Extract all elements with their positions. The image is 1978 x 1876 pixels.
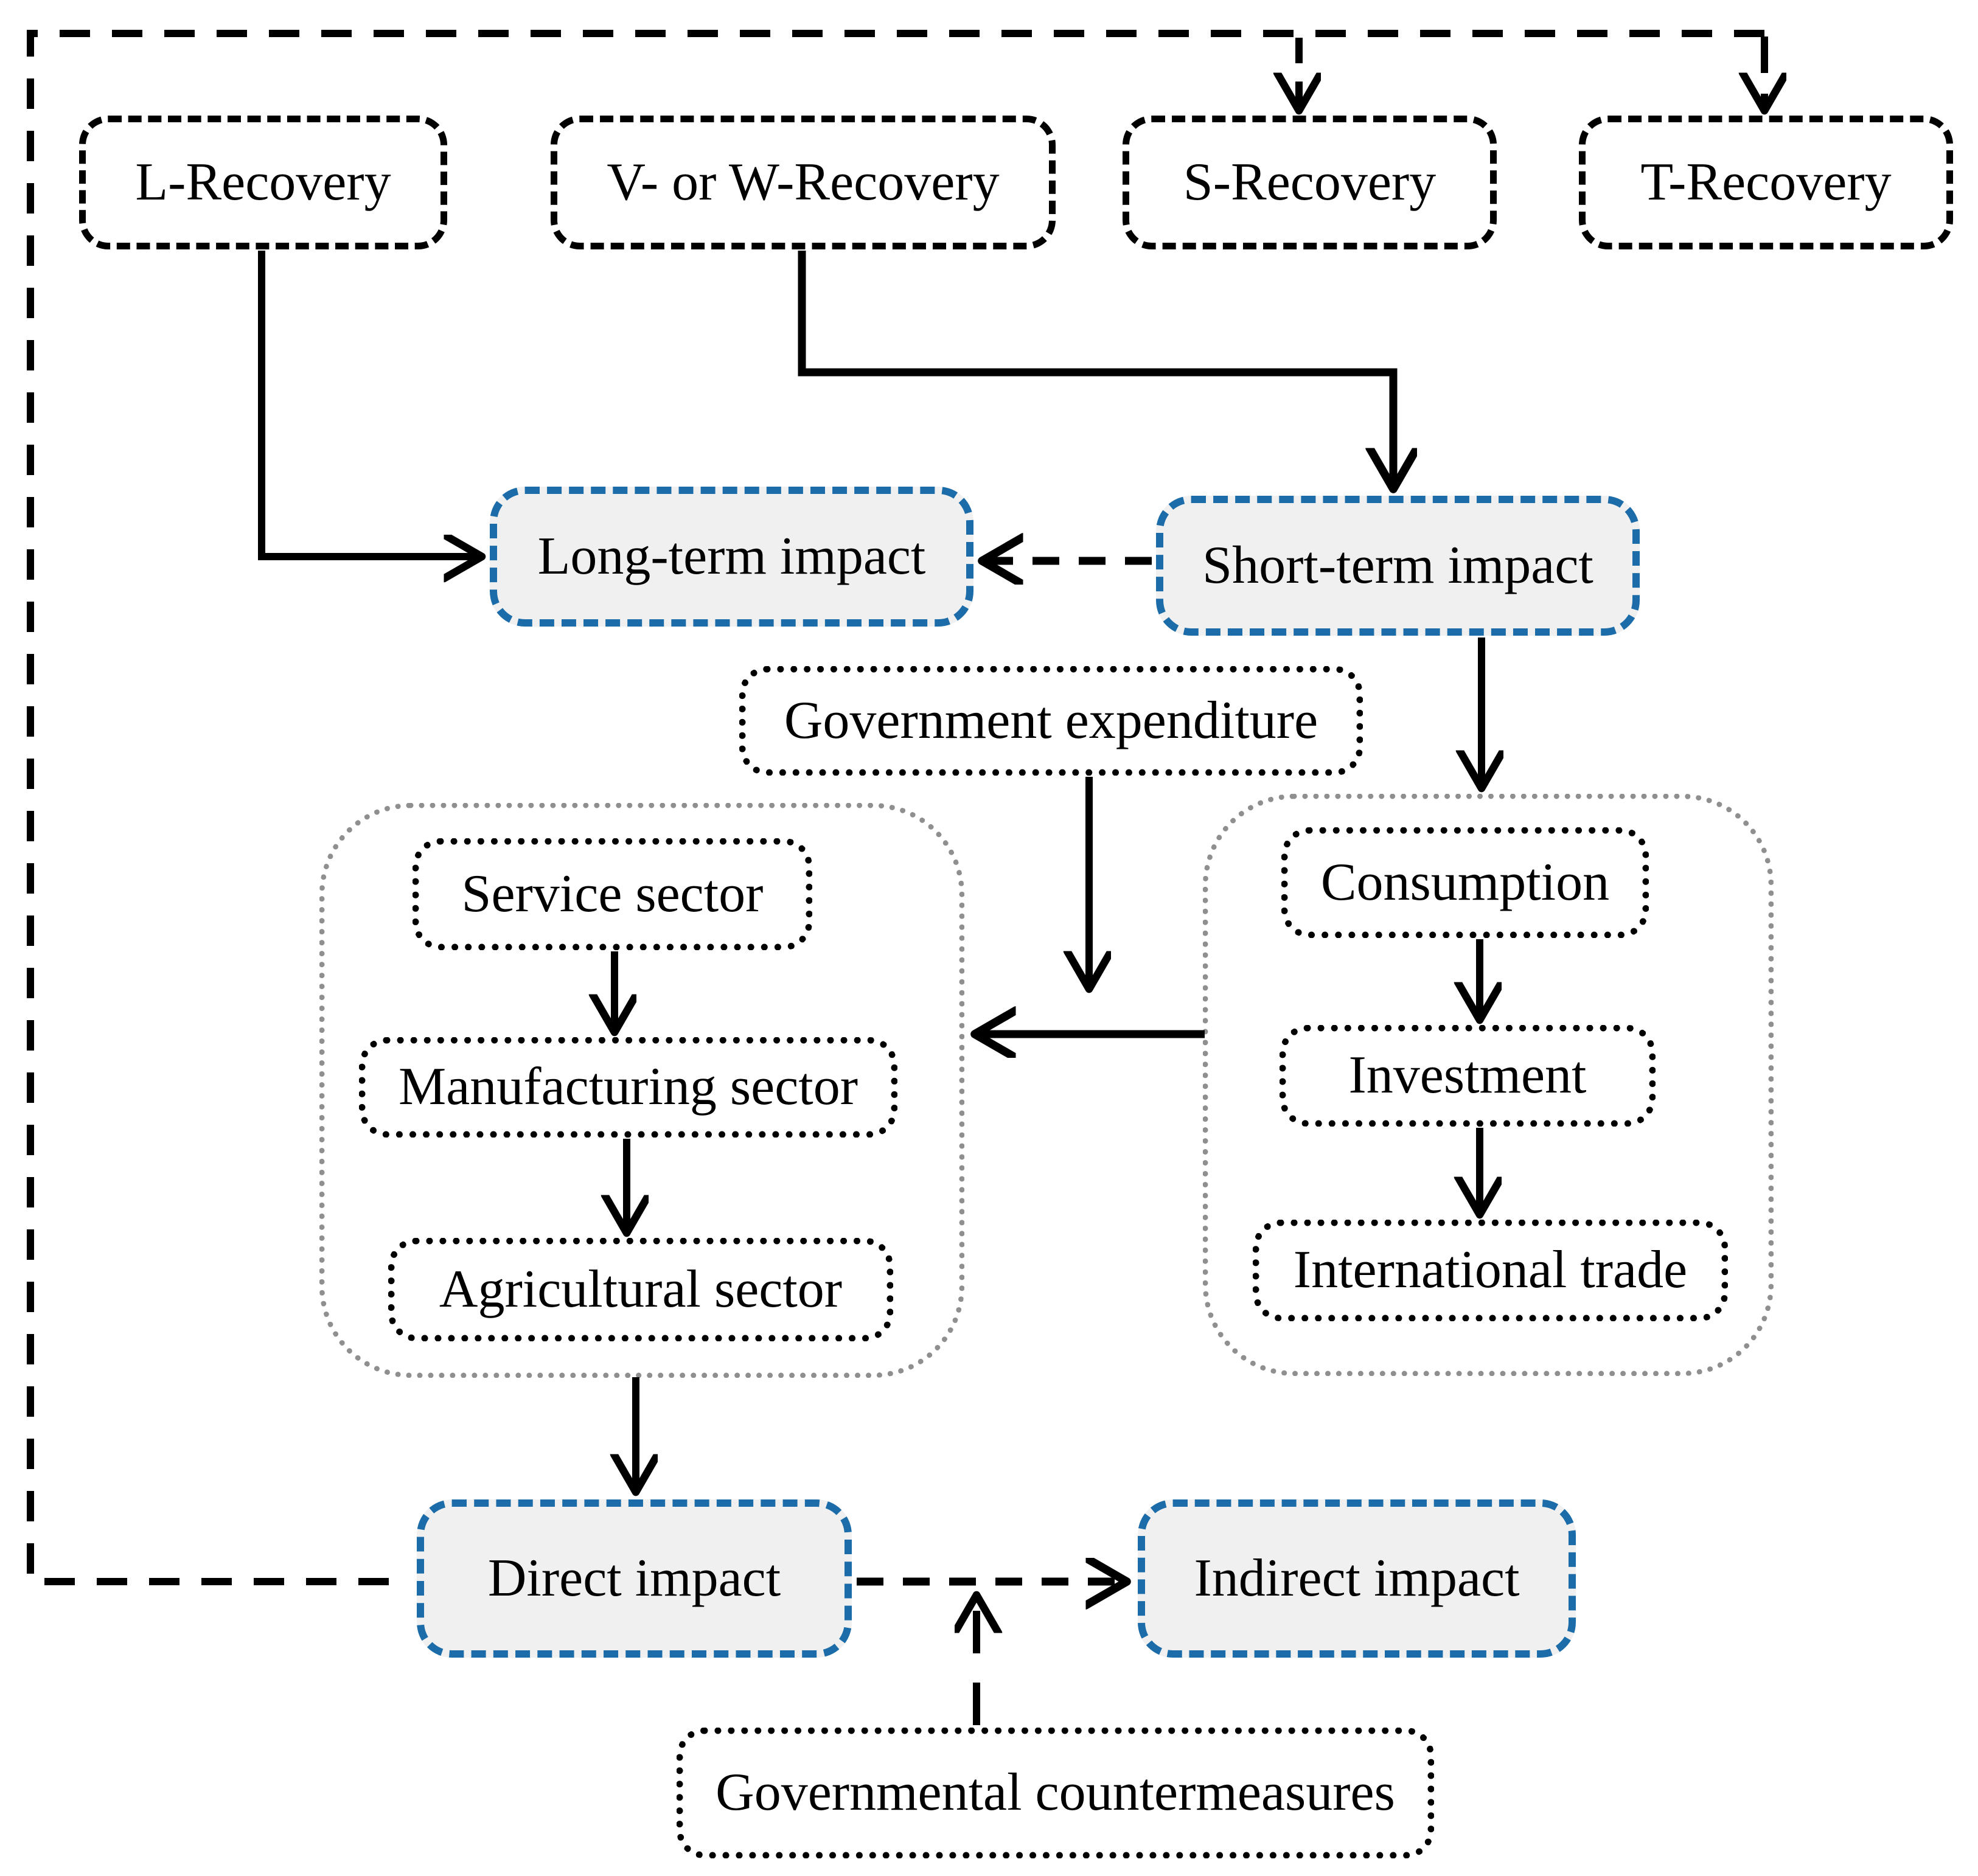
node-governmental-countermeasures: Governmental countermeasures	[677, 1728, 1434, 1858]
edge-vw-recovery-to-short-term	[798, 251, 1393, 489]
node-s-recovery: S-Recovery	[1123, 116, 1497, 249]
node-label: Direct impact	[487, 1548, 781, 1608]
node-label: Governmental countermeasures	[716, 1763, 1395, 1822]
node-vw-recovery: V- or W-Recovery	[551, 116, 1056, 249]
sector-group-container	[319, 803, 964, 1378]
node-label: L-Recovery	[135, 152, 391, 212]
node-label: V- or W-Recovery	[607, 152, 1000, 212]
node-short-term-impact: Short-term impact	[1156, 496, 1640, 636]
node-label: S-Recovery	[1183, 152, 1436, 212]
node-manufacturing-sector: Manufacturing sector	[359, 1037, 897, 1138]
node-long-term-impact: Long-term impact	[490, 487, 973, 627]
node-label: T-Recovery	[1640, 152, 1892, 212]
node-label: International trade	[1293, 1240, 1688, 1300]
node-indirect-impact: Indirect impact	[1138, 1499, 1576, 1658]
node-label: Manufacturing sector	[398, 1057, 858, 1117]
node-government-expenditure: Government expenditure	[739, 666, 1363, 776]
node-label: Long-term impact	[537, 526, 926, 586]
node-label: Service sector	[461, 864, 764, 923]
node-direct-impact: Direct impact	[417, 1499, 852, 1658]
edge-l-recovery-to-long-term	[258, 251, 482, 557]
economy-group-container	[1203, 794, 1774, 1376]
edge-outer-feedback-loop	[27, 30, 1764, 1585]
node-consumption: Consumption	[1281, 827, 1649, 938]
node-label: Consumption	[1320, 852, 1610, 912]
node-label: Investment	[1348, 1046, 1587, 1105]
node-label: Government expenditure	[784, 690, 1318, 750]
node-label: Short-term impact	[1202, 535, 1593, 595]
node-service-sector: Service sector	[413, 838, 812, 950]
node-investment: Investment	[1280, 1025, 1656, 1127]
node-international-trade: International trade	[1253, 1220, 1728, 1321]
node-agricultural-sector: Agricultural sector	[388, 1238, 893, 1341]
node-label: Indirect impact	[1194, 1548, 1520, 1608]
node-label: Agricultural sector	[439, 1259, 843, 1319]
node-l-recovery: L-Recovery	[79, 116, 447, 249]
node-t-recovery: T-Recovery	[1579, 116, 1953, 249]
